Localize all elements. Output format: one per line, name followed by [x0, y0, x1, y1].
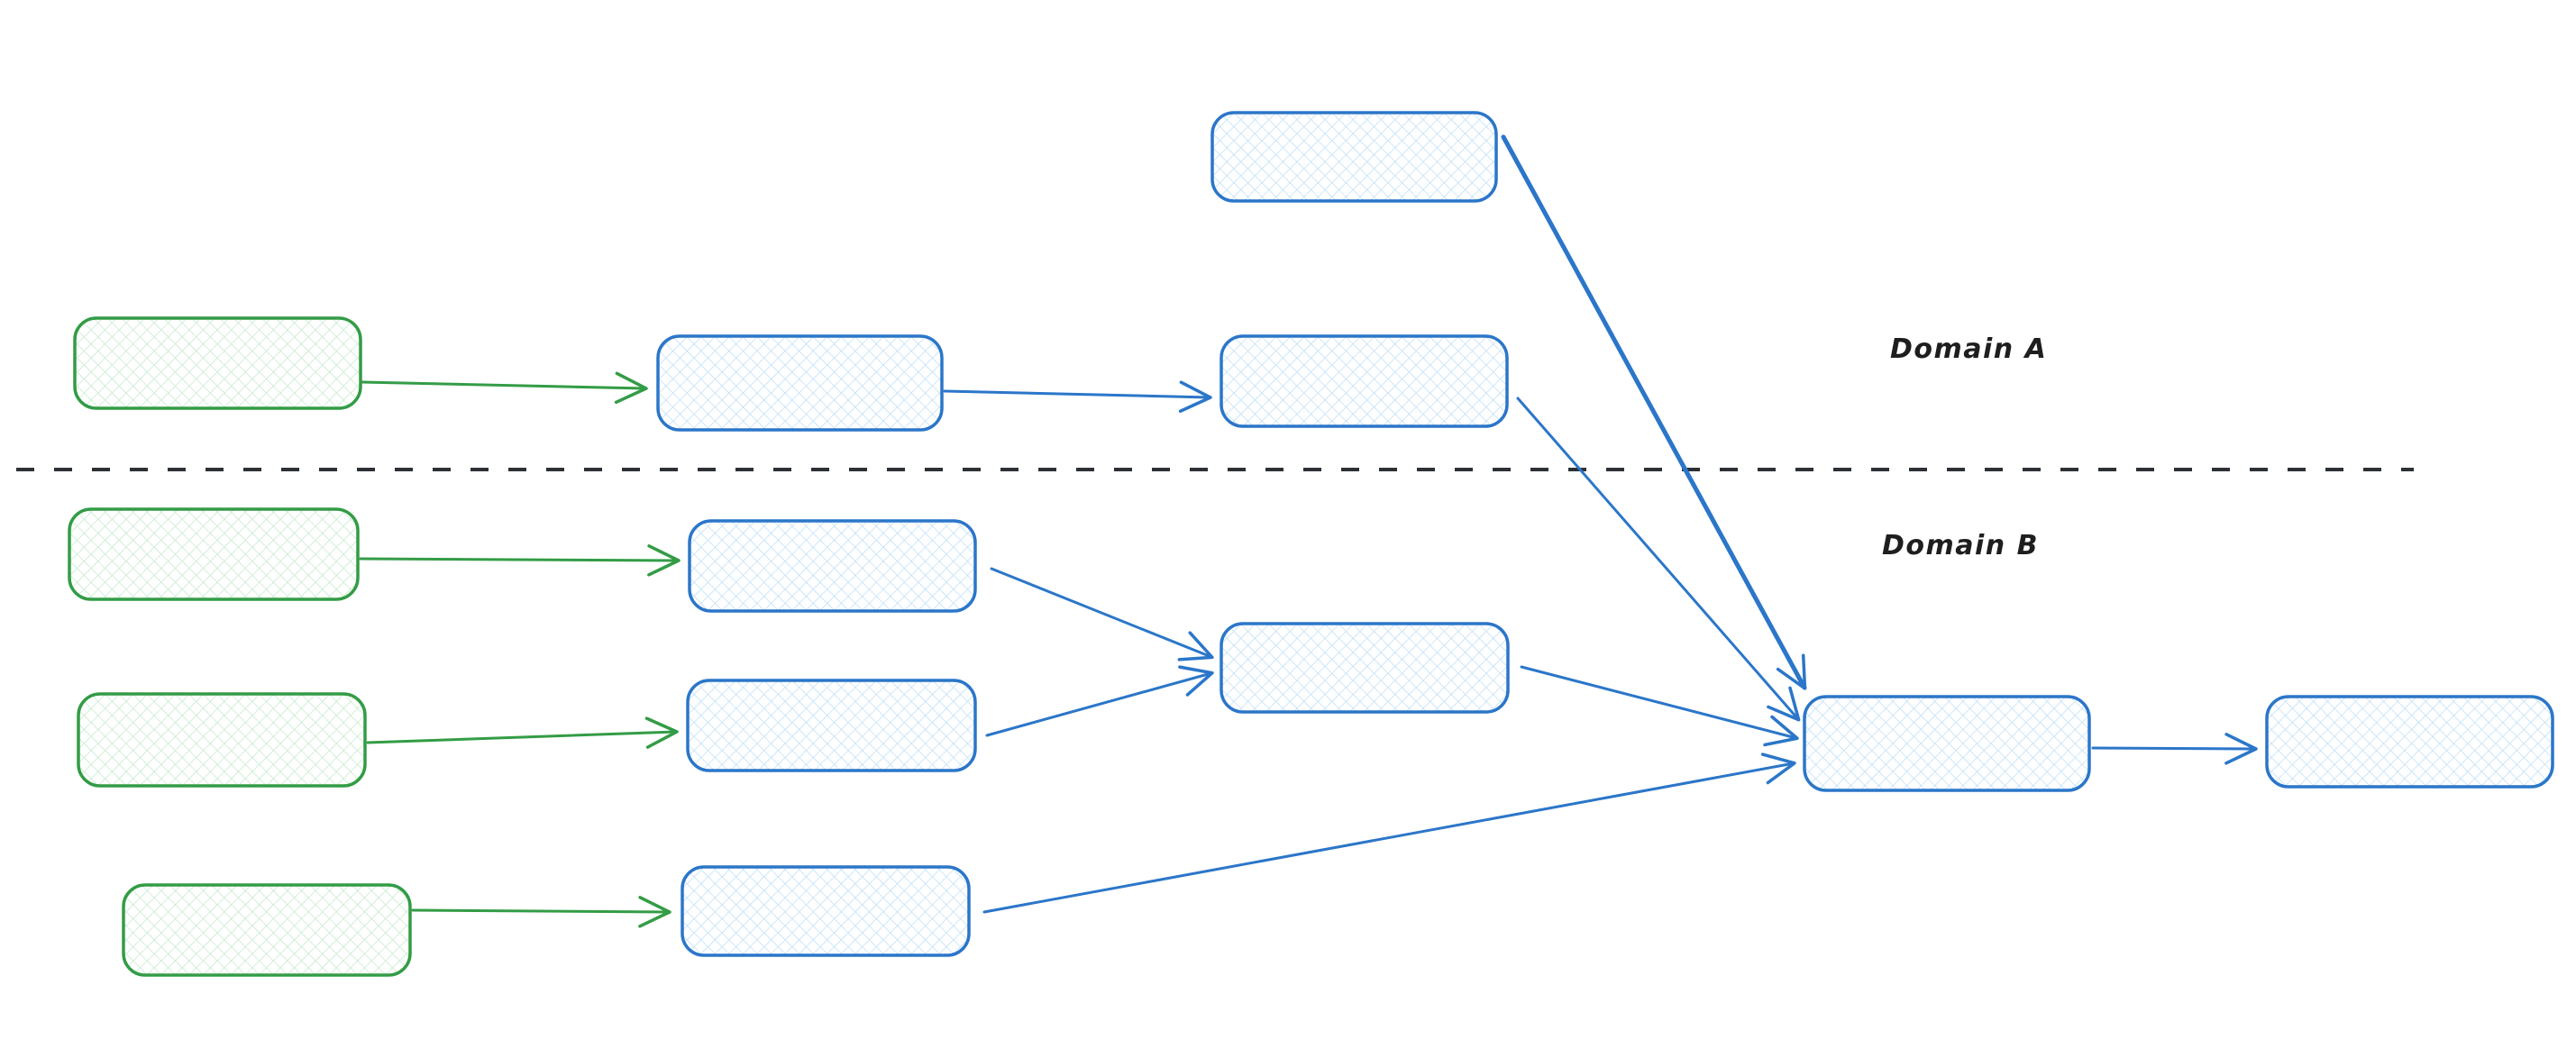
- edge-a-source-to-process1-arrow[interactable]: [361, 371, 648, 405]
- edge-merge-to-aggregator-arrow[interactable]: [1520, 665, 1799, 747]
- domain-b-process-2-node[interactable]: [686, 679, 977, 772]
- top-input-node[interactable]: [1210, 111, 1498, 203]
- edge-a-process2-to-aggregator-arrow[interactable]: [1516, 397, 1801, 722]
- edge-top-input-to-aggregator-arrow[interactable]: [1501, 134, 1807, 690]
- domain-b-process-3-node[interactable]: [681, 865, 971, 957]
- domain-b-process-1-node[interactable]: [688, 519, 977, 613]
- edge-b2-source-to-process2-arrow[interactable]: [366, 716, 679, 749]
- edge-b-process3-to-aggregator-arrow[interactable]: [982, 753, 1796, 914]
- domain-b-source-2-node[interactable]: [77, 692, 367, 788]
- domain-a-process-2-node[interactable]: [1219, 334, 1509, 428]
- edge-b1-source-to-process1-arrow[interactable]: [359, 544, 681, 577]
- domain-a-label[interactable]: Domain A: [1890, 333, 2048, 365]
- output-node[interactable]: [2265, 695, 2554, 789]
- domain-b-label[interactable]: Domain B: [1882, 530, 2039, 561]
- edge-a-process1-to-process2-arrow[interactable]: [943, 380, 1212, 413]
- edge-aggregator-to-output-arrow[interactable]: [2091, 733, 2258, 765]
- edge-b-process2-to-merge-arrow[interactable]: [985, 665, 1214, 737]
- domain-a-process-1-node[interactable]: [656, 334, 944, 432]
- domain-b-source-3-node[interactable]: [122, 883, 412, 977]
- aggregator-node[interactable]: [1803, 695, 2091, 792]
- edge-b3-source-to-process3-arrow[interactable]: [411, 896, 671, 928]
- domain-a-source-node[interactable]: [73, 316, 362, 410]
- domain-b-merge-node[interactable]: [1219, 622, 1510, 714]
- domain-b-source-1-node[interactable]: [68, 507, 360, 601]
- edge-b-process1-to-merge-arrow[interactable]: [990, 567, 1214, 661]
